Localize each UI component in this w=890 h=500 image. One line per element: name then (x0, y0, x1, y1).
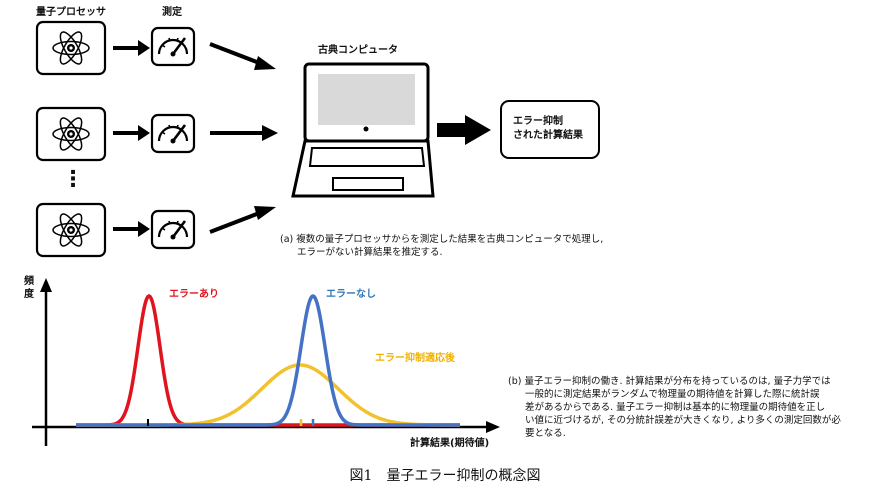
result-line: エラー抑制 (513, 116, 563, 127)
figure-title: 図1 量子エラー抑制の概念図 (349, 468, 541, 484)
caption-line: (b) 量子エラー抑制の働き. 計算結果が分布を持っているのは, 量子力学では (508, 376, 831, 387)
x-axis-label: 計算結果(期待値) (410, 438, 490, 449)
caption-b: (b) 量子エラー抑制の働き. 計算結果が分布を持っているのは, 量子力学では … (508, 375, 841, 440)
classical-computer-label: 古典コンピュータ (318, 45, 398, 56)
measurement-box (150, 26, 196, 67)
result-box-text: エラー抑制 された計算結果 (513, 115, 583, 143)
caption-line: エラーがない計算結果を推定する. (297, 247, 443, 258)
label-after-mitigation: エラー抑制適応後 (375, 353, 455, 364)
caption-line: (a) 複数の量子プロセッサからを測定した結果を古典コンピュータで処理し, (280, 234, 604, 245)
processor-box (35, 202, 107, 258)
processor-box (35, 20, 107, 76)
caption-line: 差があるからである. 量子エラー抑制は基本的に物理量の期待値を正し (525, 402, 826, 413)
result-box (500, 100, 600, 159)
arrow (209, 42, 263, 66)
distribution-plot (32, 278, 500, 446)
y-axis-arrow (40, 278, 52, 292)
label-without-error: エラーなし (326, 289, 376, 300)
processor-box (35, 106, 107, 162)
caption-line: い値に近づけるが, その分統計誤差が大きくなり, より多くの測定回数が必 (525, 415, 841, 426)
y-axis-label: 頻 度 (24, 275, 34, 301)
label-with-error: エラーあり (169, 289, 219, 300)
x-axis-arrow (486, 421, 500, 433)
arrow (437, 115, 491, 145)
measure-label: 測定 (162, 7, 182, 18)
arrow (113, 125, 150, 141)
caption-line: 一般的に測定結果がランダムで物理量の期待値を計算した際に統計誤 (525, 389, 820, 400)
measurement-box (150, 113, 196, 154)
arrow (113, 221, 150, 237)
result-line: された計算結果 (513, 130, 583, 141)
laptop-icon (291, 62, 435, 198)
ellipsis: ⋮ (62, 167, 84, 192)
processor-label: 量子プロセッサ (36, 7, 106, 18)
arrow (209, 210, 263, 234)
y-axis-label-char: 度 (24, 289, 34, 300)
y-axis-label-char: 頻 (24, 276, 34, 287)
measurement-box (150, 209, 196, 250)
caption-a: (a) 複数の量子プロセッサからを測定した結果を古典コンピュータで処理し, エラ… (280, 233, 603, 259)
curve-without-error (76, 294, 460, 427)
arrow (113, 40, 150, 56)
caption-line: 要となる. (525, 428, 566, 439)
